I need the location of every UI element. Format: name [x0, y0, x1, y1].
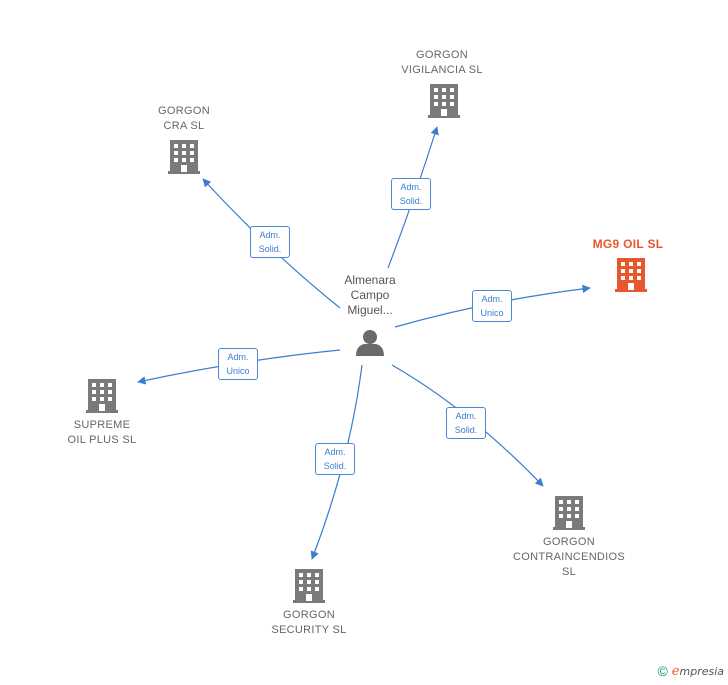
role-line2: Unico: [480, 308, 504, 318]
center-person-name[interactable]: Almenara Campo Miguel...: [344, 273, 396, 317]
building-icon-gorgon-vigilancia[interactable]: [428, 84, 460, 118]
footer-credit: © empresia: [657, 663, 724, 679]
role-line1: Adm.: [259, 230, 281, 240]
copyright-icon: ©: [657, 663, 668, 679]
role-badge-gorgon-security[interactable]: Adm. Solid.: [315, 443, 355, 475]
role-line1: Adm.: [481, 294, 503, 304]
role-line2: Solid.: [323, 461, 347, 471]
building-icon-gorgon-security[interactable]: [293, 569, 325, 603]
brand-logo[interactable]: empresia: [671, 663, 724, 679]
role-line2: Solid.: [454, 425, 478, 435]
building-icon-gorgon-cra[interactable]: [168, 140, 200, 174]
building-icon-supreme-oil-plus[interactable]: [86, 379, 118, 413]
role-line2: Solid.: [258, 244, 282, 254]
company-name-gorgon-vigilancia[interactable]: GORGON VIGILANCIA SL: [401, 49, 483, 76]
role-badge-mg9-oil[interactable]: Adm. Unico: [472, 290, 512, 322]
role-line1: Adm.: [400, 182, 422, 192]
building-icon-mg9-oil[interactable]: [615, 258, 647, 292]
person-icon[interactable]: [356, 330, 384, 356]
role-badge-gorgon-cra[interactable]: Adm. Solid.: [250, 226, 290, 258]
company-name-gorgon-security[interactable]: GORGON SECURITY SL: [271, 609, 347, 636]
role-badge-gorgon-vigilancia[interactable]: Adm. Solid.: [391, 178, 431, 210]
company-name-mg9-oil[interactable]: MG9 OIL SL: [592, 237, 664, 251]
role-badge-supreme-oil-plus[interactable]: Adm. Unico: [218, 348, 258, 380]
company-name-gorgon-cra[interactable]: GORGON CRA SL: [158, 105, 210, 132]
role-badge-gorgon-contraincendios[interactable]: Adm. Solid.: [446, 407, 486, 439]
company-name-gorgon-contraincendios[interactable]: GORGON CONTRAINCENDIOS SL: [512, 536, 626, 578]
role-line1: Adm.: [324, 447, 346, 457]
role-line1: Adm.: [455, 411, 477, 421]
role-line1: Adm.: [227, 352, 249, 362]
company-name-supreme-oil-plus[interactable]: SUPREME OIL PLUS SL: [67, 419, 137, 446]
role-line2: Solid.: [399, 196, 423, 206]
role-line2: Unico: [226, 366, 250, 376]
building-icon-gorgon-contraincendios[interactable]: [553, 496, 585, 530]
